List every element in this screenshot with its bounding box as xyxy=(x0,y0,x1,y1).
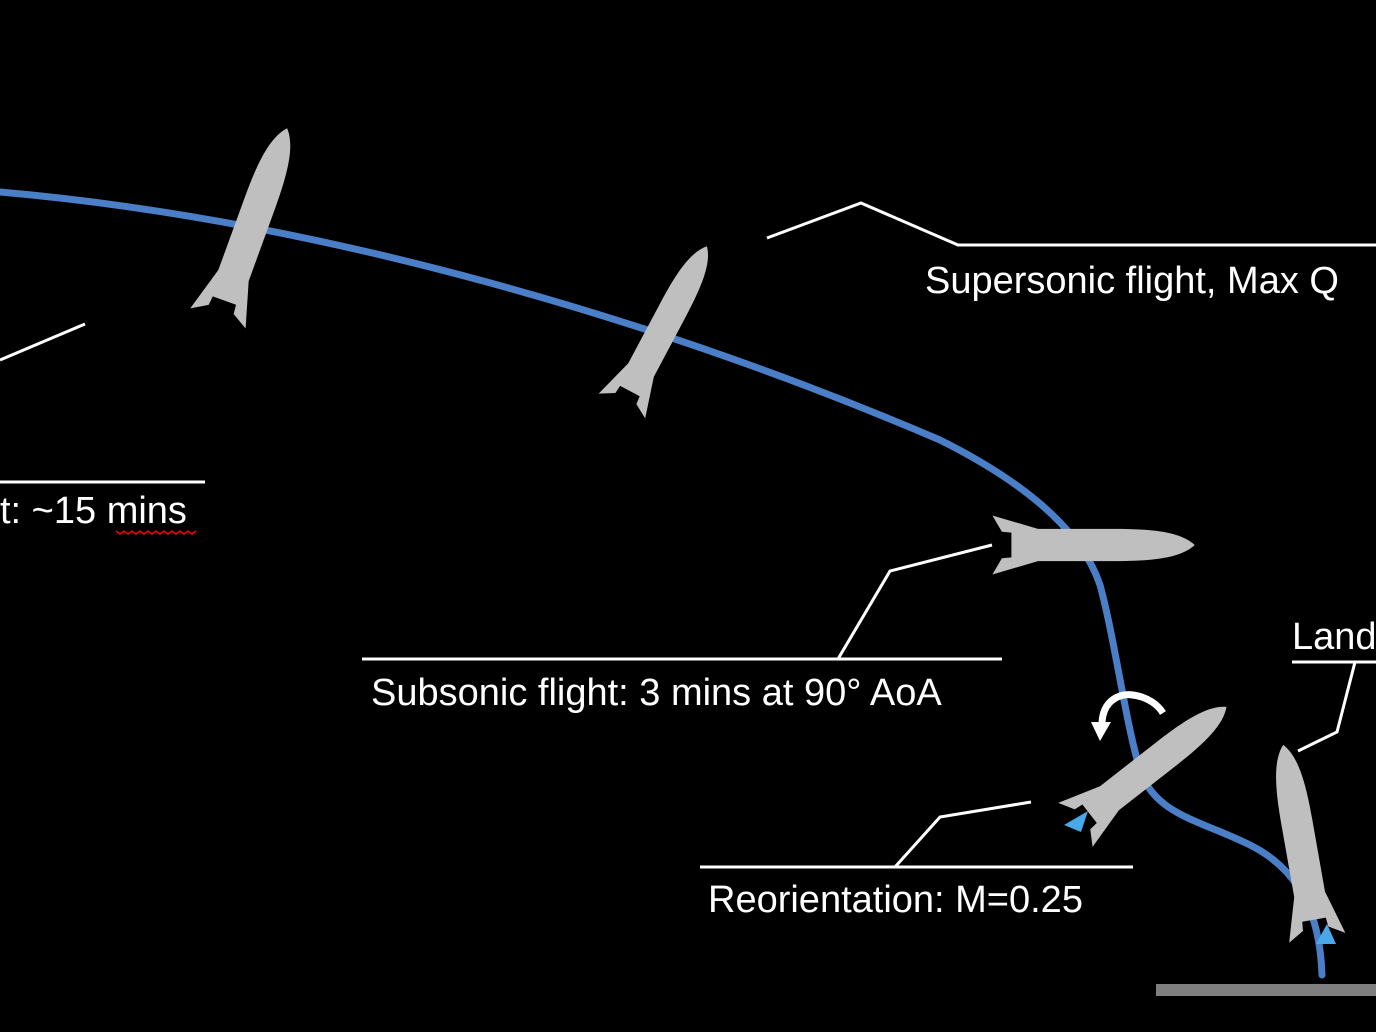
vehicle-coast xyxy=(190,118,315,329)
reorientation-label: Reorientation: M=0.25 xyxy=(708,879,1083,921)
thrust-flame-icon xyxy=(1316,924,1336,944)
spellcheck-squiggle xyxy=(115,530,197,535)
vehicle-reorientation xyxy=(1058,684,1244,847)
supersonic-label: Supersonic flight, Max Q xyxy=(925,260,1339,302)
leader-reorientation xyxy=(893,800,1032,869)
coast-duration-label: t: ~15 mins xyxy=(0,490,187,532)
vehicle-landing xyxy=(1255,739,1346,943)
thrust-flame-icon xyxy=(1064,811,1088,832)
subsonic-label: Subsonic flight: 3 mins at 90° AoA xyxy=(371,672,942,714)
vehicle-supersonic xyxy=(598,233,731,419)
leader-coast xyxy=(0,322,86,362)
leader-landing xyxy=(1297,661,1357,753)
leader-supersonic xyxy=(766,201,1376,247)
trajectory-line xyxy=(0,188,1326,979)
landing-pad xyxy=(1156,984,1376,996)
leader-subsonic xyxy=(836,543,993,660)
curved-arrow-icon xyxy=(1091,691,1166,741)
landing-label: Land xyxy=(1292,616,1376,658)
leader-lines xyxy=(0,201,1376,869)
